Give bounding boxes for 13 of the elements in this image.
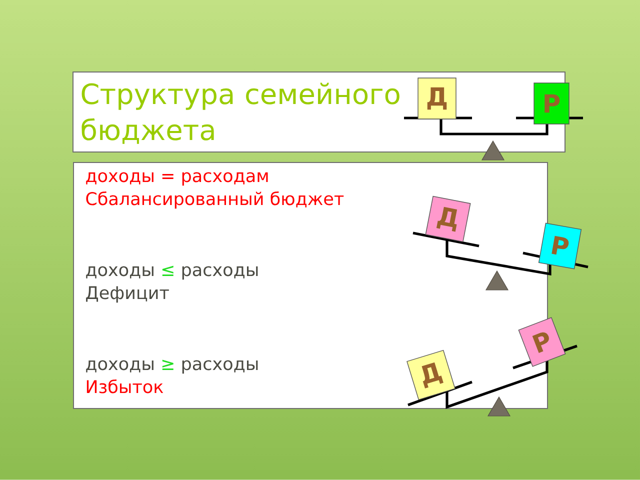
letter-tile: Д: [418, 78, 456, 120]
letter-tile: Р: [538, 222, 582, 270]
letter-tile: Д: [425, 196, 471, 242]
comparison-text: доходы ≥ расходы: [86, 360, 258, 374]
comparison-text: доходы = расходам: [86, 172, 268, 186]
letter-tile: Р: [518, 317, 566, 367]
letter-tile: Д: [406, 350, 456, 400]
budget-type-text: Избыток: [86, 379, 164, 394]
letter-tile: Р: [534, 82, 570, 124]
comparison-text: доходы ≤ расходы: [86, 266, 258, 280]
budget-type-text: Дефицит: [86, 286, 169, 303]
text-panel: [73, 162, 548, 409]
budget-type-text: Сбалансированный бюджет: [86, 191, 344, 209]
